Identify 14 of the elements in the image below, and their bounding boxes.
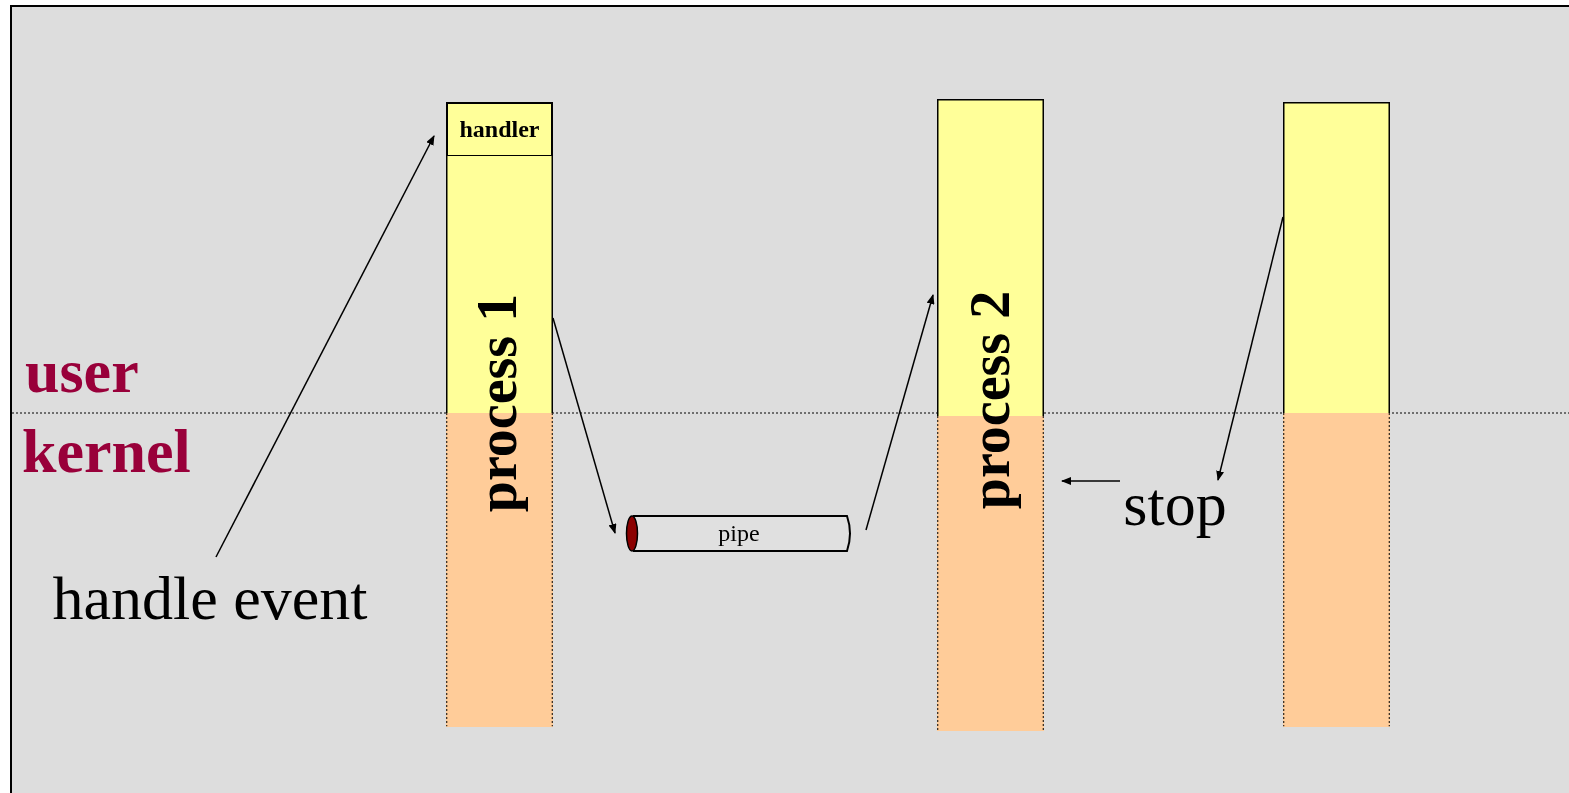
arrow xyxy=(1216,216,1284,481)
arrow xyxy=(1061,477,1121,485)
process-column xyxy=(1283,102,1390,727)
handler-box: handler xyxy=(447,103,552,156)
arrow xyxy=(552,317,617,534)
process-column xyxy=(446,102,553,727)
annotation-text: handle event xyxy=(40,562,380,634)
arrow xyxy=(215,135,435,558)
pipe-label: pipe xyxy=(718,520,760,547)
space-label: kernel xyxy=(22,420,191,482)
annotation-text: stop xyxy=(1118,470,1232,538)
arrow xyxy=(865,294,935,531)
process-column xyxy=(937,99,1044,731)
space-label: user xyxy=(25,340,139,402)
